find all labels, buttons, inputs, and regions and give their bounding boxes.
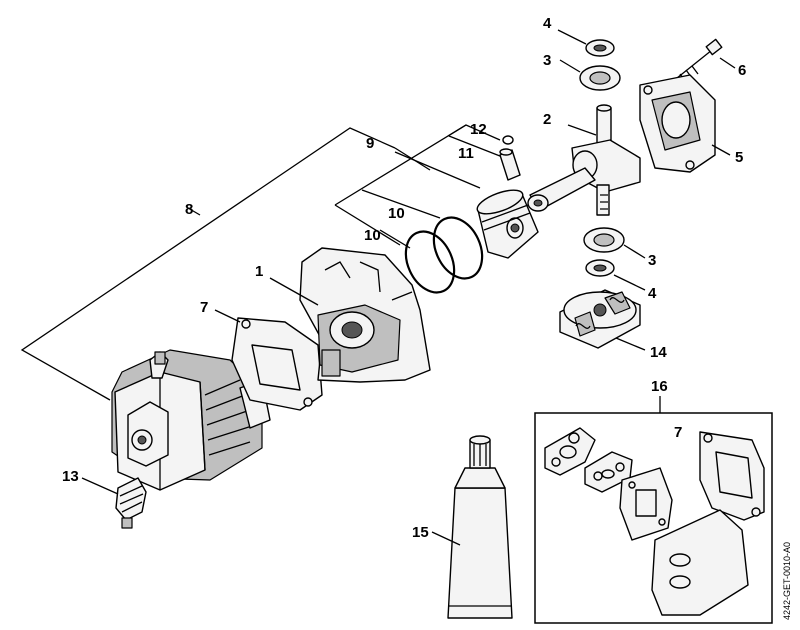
- callout-4-upper: 4: [543, 15, 552, 32]
- bearing-upper: [559, 59, 621, 91]
- assembly-bracket-lines: [20, 124, 506, 401]
- callout-7-gasket: 7: [200, 299, 208, 316]
- cylinder: [111, 349, 271, 491]
- kit-heat-shield: [651, 509, 749, 616]
- seal-lower: [585, 259, 646, 291]
- callout-10-lower: 10: [364, 227, 381, 244]
- piston-rings: [404, 216, 484, 294]
- cylinder-gasket: [214, 309, 323, 411]
- callout-1: 1: [255, 263, 263, 280]
- callout-15: 15: [412, 524, 429, 541]
- circlip: [502, 135, 514, 145]
- callout-labels: 1 2 3 3 4 4 5 6 7 7 8 9 10 10 11 12 13 1…: [62, 15, 746, 541]
- callout-2: 2: [543, 111, 551, 128]
- callout-8: 8: [185, 201, 193, 218]
- callout-5: 5: [735, 149, 743, 166]
- callout-9: 9: [366, 135, 374, 152]
- clutch: [559, 289, 646, 351]
- kit-gasket-c: [619, 467, 673, 541]
- callout-11: 11: [458, 145, 474, 162]
- callout-3-upper: 3: [543, 52, 551, 69]
- grease-tube: [431, 435, 513, 619]
- callout-4-lower: 4: [648, 285, 657, 302]
- kit-gasket-a: [544, 427, 596, 476]
- spark-plug: [81, 477, 147, 529]
- callout-14: 14: [650, 344, 667, 361]
- crankshaft: [527, 104, 641, 216]
- callout-16: 16: [651, 378, 668, 395]
- reference-code: 4242-GET-0010-A0: [782, 542, 792, 620]
- callout-10-upper: 10: [388, 205, 405, 222]
- piston-pin: [499, 148, 521, 181]
- crankcase: [269, 247, 431, 383]
- crankcase-cover: [639, 74, 731, 173]
- kit-gasket-7: [699, 431, 765, 521]
- piston: [476, 189, 539, 259]
- callout-12: 12: [470, 121, 487, 138]
- seal-upper: [557, 29, 615, 57]
- callout-13: 13: [62, 468, 79, 485]
- callout-6: 6: [738, 62, 746, 79]
- bearing-lower: [583, 227, 646, 259]
- callout-3-lower: 3: [648, 252, 656, 269]
- kit-gasket-b: [584, 451, 633, 493]
- callout-7-kit: 7: [674, 424, 682, 441]
